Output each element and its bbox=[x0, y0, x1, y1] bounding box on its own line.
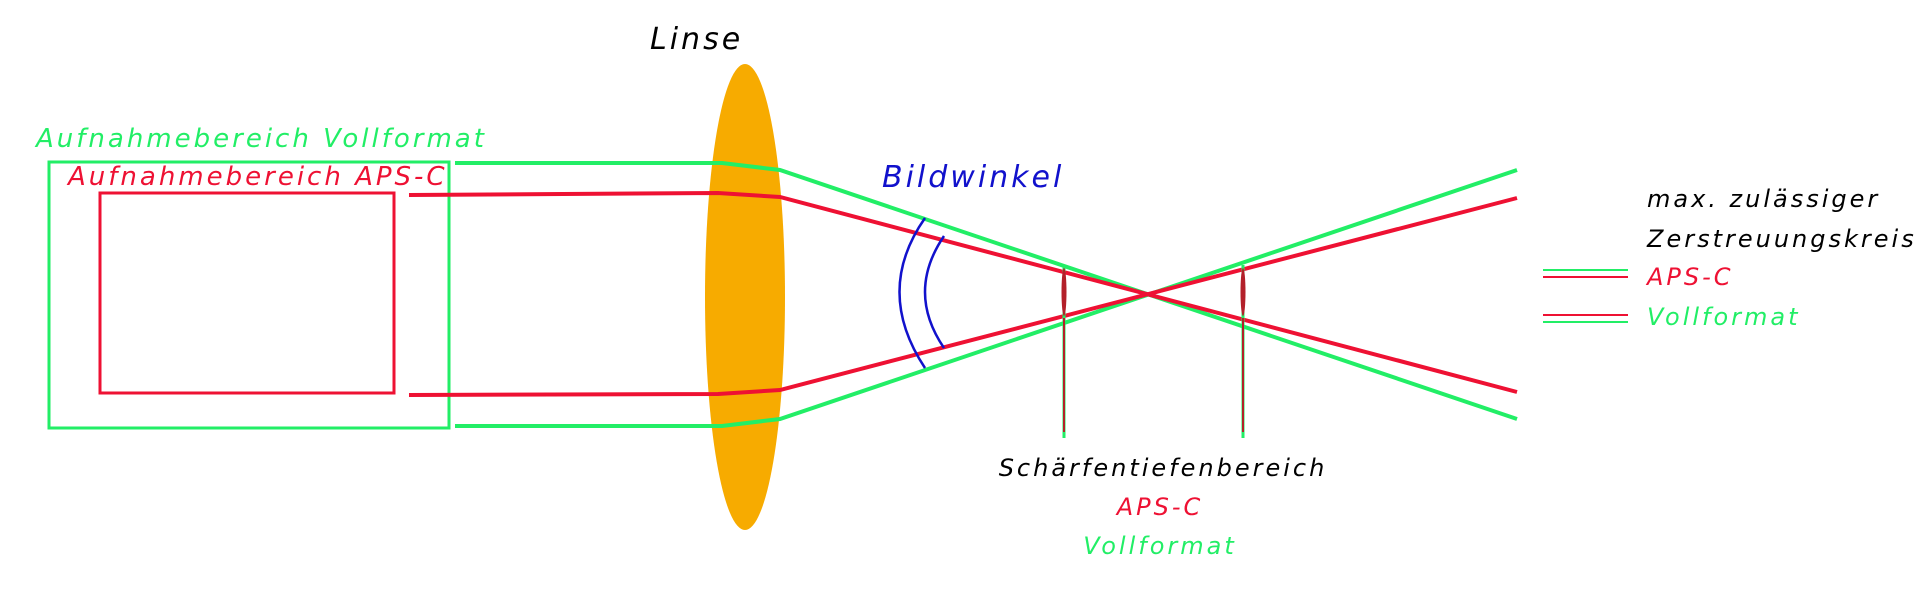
dof-full-frame-label: Vollformat bbox=[1083, 532, 1237, 560]
full-frame-ray-bottom bbox=[455, 168, 1518, 428]
angle-arc-outer bbox=[898, 217, 927, 369]
legend-line-apsc bbox=[1543, 269, 1628, 278]
circle-of-confusion-label-line2: Zerstreuungskreis bbox=[1646, 225, 1917, 253]
apsc-area-label: Aufnahmebereich APS-C bbox=[66, 162, 448, 192]
lens-label: Linse bbox=[650, 22, 743, 57]
full-frame-area-label: Aufnahmebereich Vollformat bbox=[34, 124, 487, 154]
dof-marker-near bbox=[1061, 265, 1067, 438]
apsc-sensor-rect bbox=[98, 191, 396, 395]
legend-line-full-frame bbox=[1543, 314, 1628, 323]
apsc-ray-bottom bbox=[408, 196, 1518, 397]
full-frame-sensor-rect bbox=[47, 160, 451, 430]
depth-of-field-label: Schärfentiefenbereich bbox=[999, 454, 1328, 482]
full-frame-ray-top bbox=[455, 161, 1518, 421]
angle-of-view-label: Bildwinkel bbox=[882, 160, 1064, 195]
dof-apsc-label: APS-C bbox=[1115, 493, 1204, 521]
legend-full-frame-label: Vollformat bbox=[1647, 303, 1801, 331]
angle-arc-inner bbox=[923, 235, 946, 349]
circle-of-confusion-label-line1: max. zulässiger bbox=[1647, 185, 1880, 213]
legend-apsc-label: APS-C bbox=[1645, 263, 1734, 291]
lens-shape bbox=[705, 64, 785, 530]
dof-marker-far bbox=[1240, 265, 1246, 438]
